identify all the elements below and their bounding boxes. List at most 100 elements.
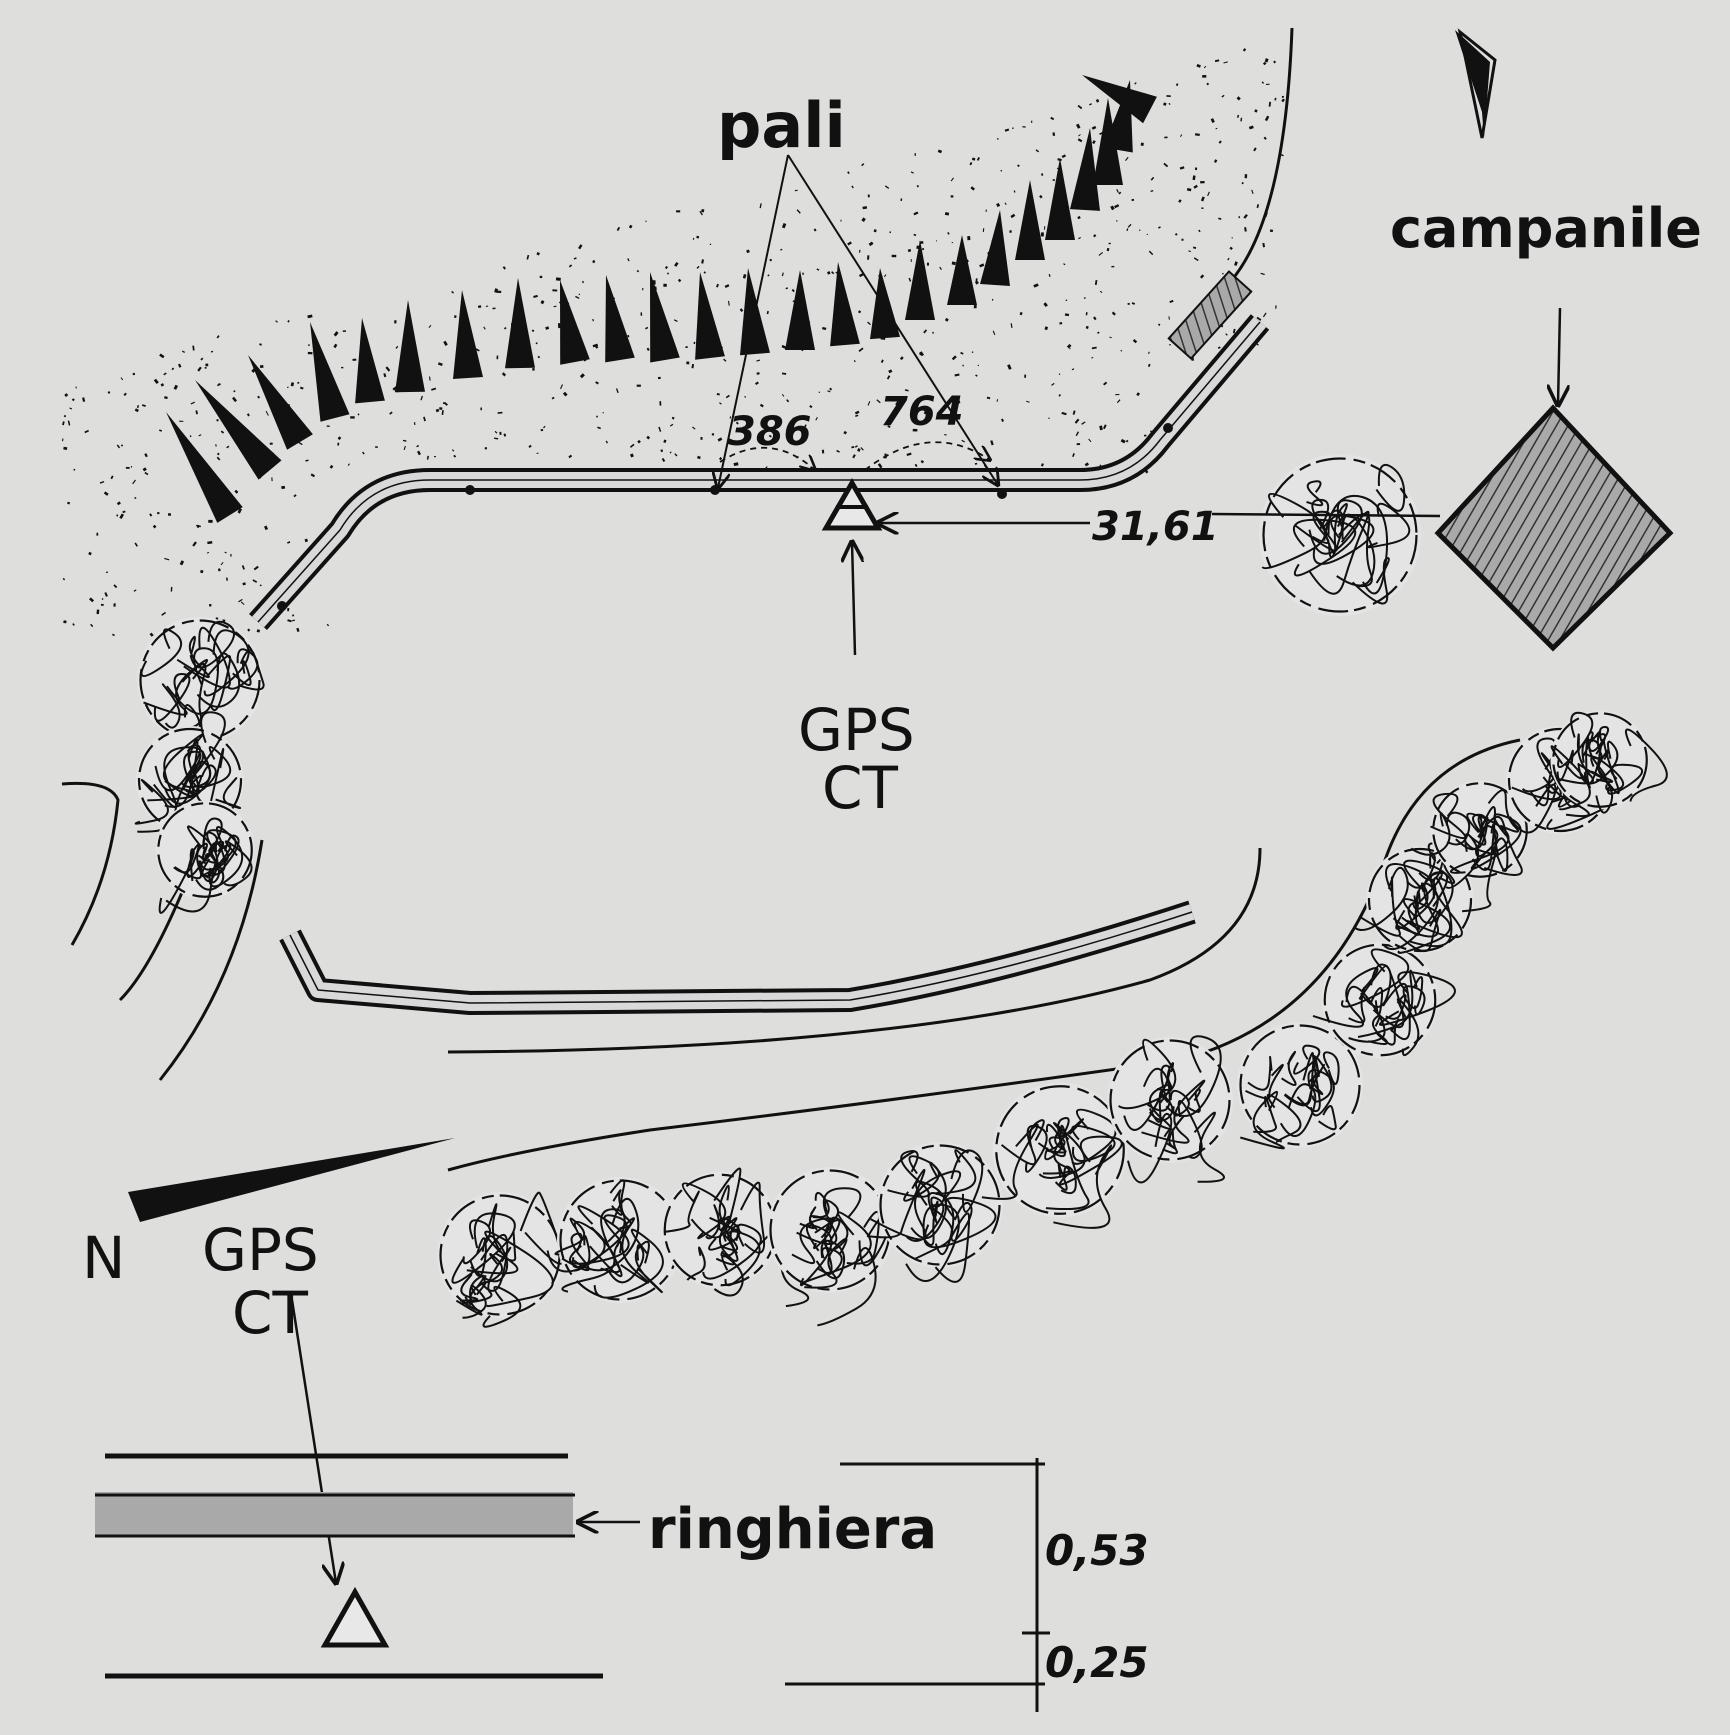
- stipple-dot: [886, 375, 891, 380]
- stipple-dot: [636, 384, 641, 387]
- stipple-dot: [792, 416, 797, 419]
- stipple-dot: [1244, 227, 1247, 232]
- stipple-dot: [1116, 399, 1121, 404]
- stipple-dot: [1264, 58, 1269, 63]
- stipple-dot: [1040, 232, 1044, 237]
- stipple-dot: [286, 386, 289, 389]
- stipple-dot: [912, 428, 918, 432]
- stipple-dot: [1031, 120, 1033, 123]
- stipple-dot: [62, 421, 65, 426]
- stipple-dot: [813, 228, 817, 232]
- stipple-dot: [913, 211, 919, 216]
- measure-3161: 31,61: [1092, 504, 1219, 550]
- stipple-dot: [1269, 229, 1274, 233]
- stipple-dot: [974, 462, 978, 465]
- stipple-dot: [104, 592, 108, 597]
- stipple-dot: [781, 394, 785, 397]
- shrub: [137, 617, 265, 743]
- stipple-dot: [637, 439, 641, 444]
- stipple-dot: [851, 185, 854, 189]
- label-ringhiera: ringhiera: [648, 1497, 937, 1562]
- stipple-dot: [962, 364, 964, 367]
- stipple-dot: [453, 454, 457, 458]
- stipple-dot: [1078, 134, 1081, 137]
- pole-marker: [605, 275, 635, 363]
- stipple-dot: [1111, 311, 1116, 316]
- stipple-dot: [246, 413, 250, 417]
- stipple-dot: [149, 632, 154, 637]
- stipple-dot: [216, 452, 220, 456]
- stipple-dot: [674, 453, 678, 457]
- stipple-dot: [429, 376, 431, 381]
- stipple-dot: [658, 426, 662, 432]
- stipple-dot: [728, 300, 730, 306]
- stipple-dot: [1202, 75, 1207, 78]
- stipple-dot: [494, 430, 498, 434]
- stipple-dot: [1125, 156, 1129, 161]
- stipple-dot: [754, 381, 759, 385]
- stipple-dot: [528, 444, 532, 448]
- stipple-dot: [298, 441, 303, 446]
- stipple-dot: [1118, 191, 1122, 195]
- stipple-dot: [337, 442, 340, 446]
- stipple-dot: [867, 321, 871, 326]
- stipple-dot: [477, 305, 482, 309]
- stipple-dot: [383, 373, 387, 378]
- stipple-dot: [1201, 207, 1204, 209]
- stipple-dot: [967, 236, 971, 241]
- label-ct-bottom: CT: [232, 1279, 308, 1347]
- stipple-dot: [700, 437, 703, 440]
- stipple-dot: [189, 435, 192, 438]
- stipple-dot: [157, 512, 160, 515]
- stipple-dot: [877, 463, 883, 469]
- stipple-dot: [935, 240, 938, 242]
- stipple-dot: [1229, 246, 1233, 251]
- stipple-dot: [1157, 226, 1161, 229]
- label-gps-bottom: GPS: [202, 1216, 319, 1284]
- stipple-dot: [265, 410, 269, 416]
- stipple-dot: [171, 367, 175, 371]
- stipple-dot: [1106, 247, 1110, 252]
- stipple-dot: [1091, 125, 1097, 130]
- stipple-dot: [867, 255, 870, 260]
- stipple-dot: [716, 283, 719, 288]
- stipple-dot: [931, 331, 935, 334]
- stipple-dot: [1164, 136, 1168, 139]
- stipple-dot: [96, 532, 99, 536]
- stipple-dot: [120, 377, 124, 381]
- stipple-dot: [723, 358, 727, 362]
- stipple-dot: [851, 445, 855, 449]
- stipple-dot: [352, 358, 357, 361]
- stipple-dot: [275, 320, 278, 323]
- stipple-dot: [1136, 392, 1140, 397]
- stipple-dot: [136, 405, 139, 409]
- stipple-dot: [1074, 418, 1080, 424]
- stipple-dot: [809, 404, 813, 409]
- stipple-dot: [536, 252, 540, 256]
- stipple-dot: [441, 410, 444, 415]
- stipple-dot: [1095, 98, 1100, 103]
- stipple-dot: [526, 254, 530, 260]
- stipple-dot: [443, 340, 448, 346]
- stipple-dot: [855, 414, 859, 417]
- stipple-dot: [910, 259, 912, 262]
- stipple-dot: [718, 457, 723, 461]
- stipple-dot: [578, 293, 581, 296]
- stipple-dot: [975, 374, 978, 377]
- stipple-dot: [1048, 273, 1051, 277]
- stipple-dot: [181, 350, 186, 354]
- stipple-dot: [134, 542, 138, 547]
- stipple-dot: [701, 208, 705, 213]
- shrub: [866, 1142, 1003, 1283]
- stipple-dot: [1092, 140, 1096, 145]
- stipple-dot: [907, 248, 912, 253]
- stipple-dot: [781, 272, 784, 277]
- stipple-dot: [768, 434, 772, 438]
- stipple-dot: [781, 222, 787, 229]
- stipple-dot: [1072, 453, 1075, 458]
- stipple-dot: [1217, 346, 1221, 350]
- stipple-dot: [1110, 205, 1115, 211]
- stipple-dot: [1077, 138, 1083, 143]
- stipple-dot: [557, 323, 561, 329]
- stipple-dot: [970, 186, 975, 191]
